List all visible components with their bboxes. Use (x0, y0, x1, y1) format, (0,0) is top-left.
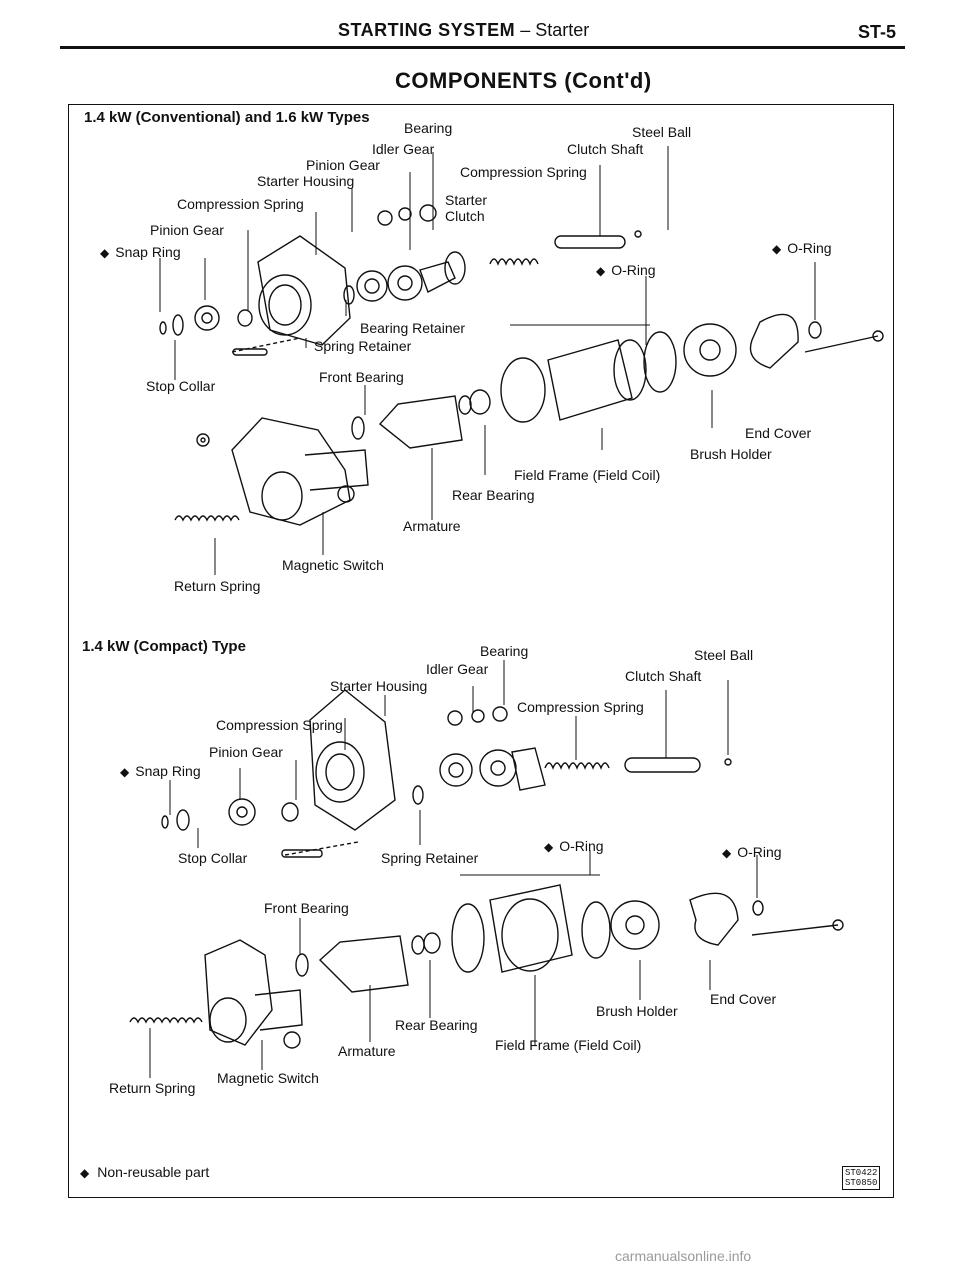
d1-magnetic-switch-drawing (174, 417, 369, 526)
d1-armature-drawing (351, 389, 491, 449)
d2-spring-shaft-drawing (544, 757, 732, 773)
d2-drive-housing-drawing (309, 689, 396, 831)
d1-label-brush-holder: Brush Holder (690, 446, 772, 462)
d1-snap-ring-pinion-drawing (159, 305, 301, 356)
footnote-text: Non-reusable part (97, 1164, 210, 1180)
d2-label-stop-collar: Stop Collar (178, 850, 248, 866)
non-reusable-marker: ◆ (544, 840, 554, 854)
non-reusable-marker: ◆ (80, 1166, 90, 1180)
d1-label-starter-housing: Starter Housing (257, 173, 355, 189)
d1-clutch-spring-shaft-drawing (489, 230, 642, 266)
d2-label-clutch-shaft: Clutch Shaft (625, 668, 702, 684)
d2-label-snap-ring: ◆ Snap Ring (120, 763, 201, 780)
d1-label-o-ring-right: ◆ O-Ring (772, 240, 832, 257)
d1-title: 1.4 kW (Conventional) and 1.6 kW Types (84, 109, 370, 126)
non-reusable-marker: ◆ (100, 246, 110, 260)
d2-label-front-bearing: Front Bearing (264, 900, 349, 916)
site-watermark: carmanualsonline.info (615, 1248, 752, 1264)
d2-gear-train-drawing (412, 706, 546, 805)
d1-label-idler-gear: Idler Gear (372, 141, 435, 157)
o-ring-text: O-Ring (737, 844, 782, 860)
d2-label-o-ring-mid: ◆ O-Ring (544, 838, 604, 855)
snap-ring-text: Snap Ring (135, 763, 201, 779)
d2-label-compression-spring-right: Compression Spring (517, 699, 644, 715)
d1-label-return-spring: Return Spring (174, 578, 261, 594)
d2-title: 1.4 kW (Compact) Type (82, 638, 246, 655)
d1-brush-holder-endcover-drawing (683, 313, 884, 377)
non-reusable-marker: ◆ (596, 264, 606, 278)
reference-code: ST0422 (845, 1168, 878, 1178)
d2-label-magnetic-switch: Magnetic Switch (217, 1070, 319, 1086)
diagram-frame (68, 104, 894, 1198)
header-rule (60, 46, 905, 49)
d1-label-o-ring-mid: ◆ O-Ring (596, 262, 656, 279)
d2-label-pinion-gear: Pinion Gear (209, 744, 283, 760)
non-reusable-marker: ◆ (120, 765, 130, 779)
d2-magnetic-switch-drawing (129, 939, 303, 1049)
d1-label-bearing: Bearing (404, 120, 453, 136)
d2-label-o-ring-right: ◆ O-Ring (722, 844, 782, 861)
o-ring-text: O-Ring (559, 838, 604, 854)
d1-label-snap-ring: ◆ Snap Ring (100, 244, 181, 261)
d2-label-brush-holder: Brush Holder (596, 1003, 678, 1019)
d2-leader-lines (149, 660, 758, 1078)
d2-label-end-cover: End Cover (710, 991, 777, 1007)
d2-label-steel-ball: Steel Ball (694, 647, 754, 663)
d1-label-compression-spring-left: Compression Spring (177, 196, 304, 212)
d1-label-compression-spring-right: Compression Spring (460, 164, 587, 180)
d2-field-frame-drawing (451, 884, 611, 973)
d2-label-idler-gear: Idler Gear (426, 661, 489, 677)
snap-ring-text: Snap Ring (115, 244, 181, 260)
d2-armature-drawing (295, 932, 441, 993)
page-header: STARTING SYSTEM – Starter ST-5 (0, 0, 960, 60)
d1-drive-housing-drawing (257, 235, 351, 346)
d1-field-frame-drawing (500, 331, 677, 423)
d1-label-front-bearing: Front Bearing (319, 369, 404, 385)
d1-label-rear-bearing: Rear Bearing (452, 487, 535, 503)
d1-leader-lines (159, 146, 816, 575)
d1-label-pinion-gear-top: Pinion Gear (306, 157, 380, 173)
section-title-bold: STARTING SYSTEM (338, 20, 516, 40)
d1-label-field-frame: Field Frame (Field Coil) (514, 467, 661, 483)
components-title: COMPONENTS (Cont'd) (395, 68, 652, 93)
o-ring-text: O-Ring (611, 262, 656, 278)
d2-label-spring-retainer: Spring Retainer (381, 850, 479, 866)
d2-brush-holder-endcover-drawing (610, 892, 844, 950)
d1-label-pinion-gear-left: Pinion Gear (150, 222, 224, 238)
d2-label-return-spring: Return Spring (109, 1080, 196, 1096)
reference-code-box: ST0422 ST0850 (842, 1166, 881, 1190)
d1-label-spring-retainer: Spring Retainer (314, 338, 412, 354)
d1-label-end-cover: End Cover (745, 425, 812, 441)
d2-label-bearing: Bearing (480, 643, 529, 659)
d1-label-armature: Armature (403, 518, 461, 534)
section-title: STARTING SYSTEM – Starter (338, 20, 589, 41)
section-title-sub: – Starter (515, 20, 590, 40)
d2-label-armature: Armature (338, 1043, 396, 1059)
d2-label-compression-spring-left: Compression Spring (216, 717, 343, 733)
d2-snap-ring-pinion-drawing (161, 798, 359, 858)
d1-label-stop-collar: Stop Collar (146, 378, 216, 394)
d2-label-rear-bearing: Rear Bearing (395, 1017, 478, 1033)
d1-label-starter-clutch-1: Starter (445, 192, 488, 208)
reference-code: ST0850 (845, 1178, 878, 1188)
d1-label-magnetic-switch: Magnetic Switch (282, 557, 384, 573)
page-number: ST-5 (858, 22, 897, 42)
non-reusable-marker: ◆ (722, 846, 732, 860)
non-reusable-marker: ◆ (772, 242, 782, 256)
footnote-non-reusable: ◆ Non-reusable part (80, 1164, 209, 1180)
d1-label-steel-ball: Steel Ball (632, 124, 692, 140)
d2-label-starter-housing: Starter Housing (330, 678, 428, 694)
d1-label-starter-clutch-2: Clutch (445, 208, 485, 224)
o-ring-text: O-Ring (787, 240, 832, 256)
d2-label-field-frame: Field Frame (Field Coil) (495, 1037, 642, 1053)
d1-label-clutch-shaft: Clutch Shaft (567, 141, 644, 157)
d1-gear-train-drawing (343, 204, 466, 305)
d1-label-bearing-retainer: Bearing Retainer (360, 320, 466, 336)
